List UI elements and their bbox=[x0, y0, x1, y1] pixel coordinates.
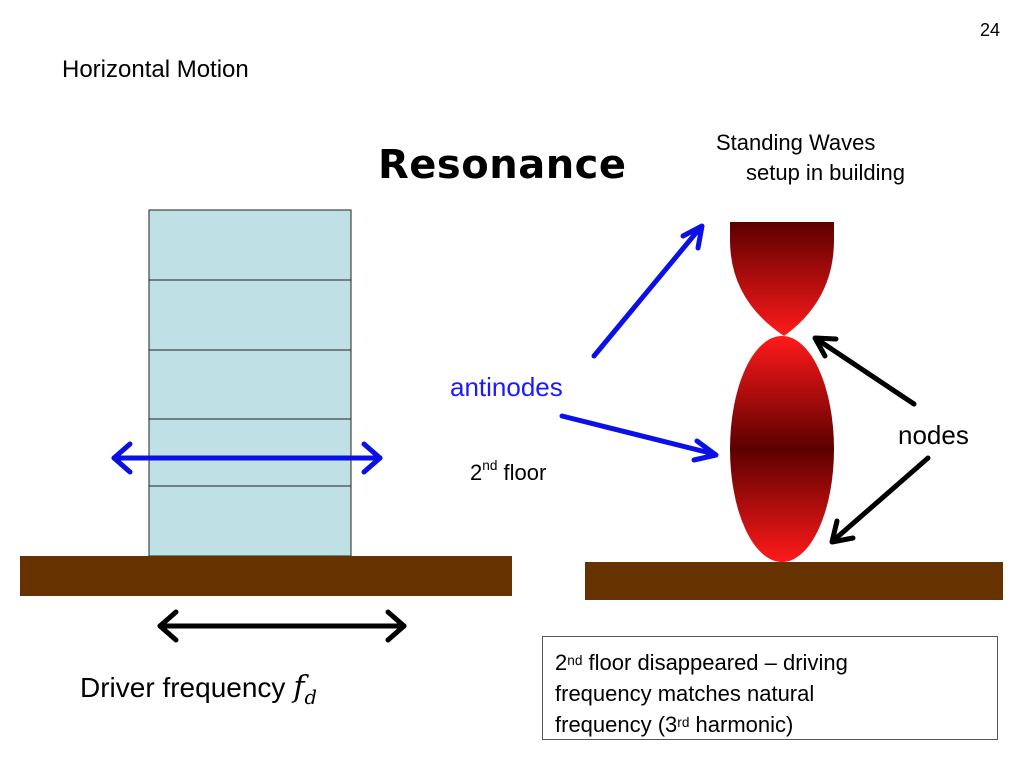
standing-waves-label-line1: Standing Waves bbox=[716, 130, 876, 155]
driver-frequency-symbol: fd bbox=[293, 670, 317, 709]
slide-heading: Horizontal Motion bbox=[62, 56, 249, 83]
driver-symbol-f: f bbox=[293, 670, 305, 705]
slide-number: 24 bbox=[979, 20, 1000, 40]
note-line-3: frequency (3rd harmonic) bbox=[555, 712, 793, 737]
floor-label: 2nd floor bbox=[470, 458, 547, 486]
antinodes-label: antinodes bbox=[450, 372, 563, 402]
slide-title: Resonance bbox=[378, 142, 627, 188]
ground-right bbox=[585, 562, 1003, 600]
note-floor-number: 2 bbox=[555, 650, 568, 675]
floor-number: 2 bbox=[470, 460, 483, 485]
floor-ordinal-suffix: nd bbox=[482, 458, 498, 473]
standing-wave bbox=[730, 222, 834, 562]
note-line-2: frequency matches natural bbox=[555, 681, 815, 706]
middle-antinode-lobe bbox=[730, 336, 834, 562]
note-line-1: 2nd floor disappeared – driving bbox=[555, 650, 848, 675]
note-floor-suffix: nd bbox=[567, 653, 583, 668]
ground-left bbox=[20, 556, 512, 596]
driver-symbol-subscript: d bbox=[304, 686, 317, 709]
building-body bbox=[148, 209, 352, 557]
note-line-3-pre: frequency (3 bbox=[555, 712, 678, 737]
node-arrow-bottom bbox=[829, 455, 931, 545]
driver-arrow bbox=[157, 609, 407, 643]
antinode-arrow-bottom bbox=[559, 413, 719, 463]
top-antinode-lobe bbox=[730, 222, 834, 336]
explanation-note: 2nd floor disappeared – driving frequenc… bbox=[542, 636, 998, 740]
standing-waves-label-line2: setup in building bbox=[746, 160, 906, 185]
note-harmonic-suffix: rd bbox=[677, 715, 690, 730]
node-arrow-top bbox=[812, 335, 917, 407]
building bbox=[148, 209, 352, 557]
nodes-label: nodes bbox=[898, 420, 969, 450]
driver-text: Driver frequency bbox=[80, 672, 286, 703]
floor-word: floor bbox=[503, 460, 547, 485]
note-line-1-text: floor disappeared – driving bbox=[588, 650, 848, 675]
sway-arrow bbox=[111, 441, 383, 475]
note-line-3-post: harmonic) bbox=[695, 712, 794, 737]
antinode-arrow-top bbox=[591, 223, 705, 359]
